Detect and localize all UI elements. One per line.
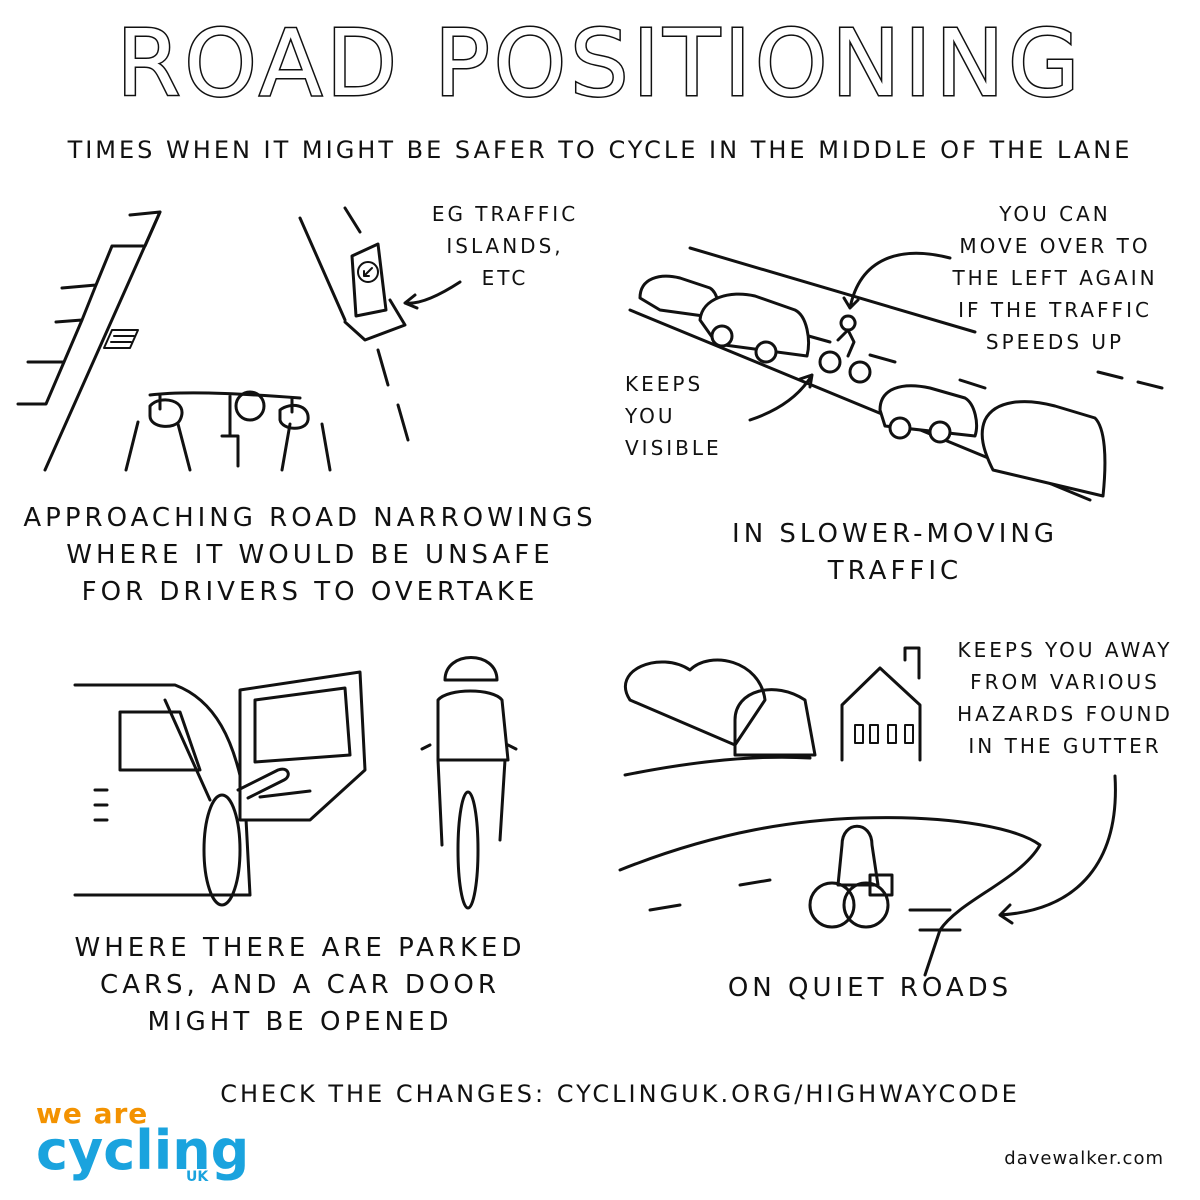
traffic-island-note: EG TRAFFIC ISLANDS, ETC xyxy=(431,202,579,290)
logo-line-1: we are xyxy=(36,1097,149,1130)
page-title: ROAD POSITIONING xyxy=(115,10,1084,117)
cyclist-rear-illustration xyxy=(420,656,518,910)
quiet-road-illustration xyxy=(618,646,1117,977)
footer-link-text: CHECK THE CHANGES: CYCLINGUK.ORG/HIGHWAY… xyxy=(220,1080,1020,1108)
quiet-roads-caption: ON QUIET ROADS xyxy=(727,973,1013,1003)
gutter-hazards-note: KEEPS YOU AWAY FROM VARIOUS HAZARDS FOUN… xyxy=(957,638,1173,758)
handlebar-illustration xyxy=(16,210,332,472)
visible-note: KEEPS YOU VISIBLE xyxy=(625,372,722,460)
traffic-island-illustration xyxy=(298,206,462,442)
cycling-uk-logo: we are cycling UK xyxy=(36,1097,250,1185)
logo-line-3: UK xyxy=(186,1169,209,1185)
move-left-note: YOU CAN MOVE OVER TO THE LEFT AGAIN IF T… xyxy=(952,202,1158,354)
parked-cars-caption: WHERE THERE ARE PARKED CARS, AND A CAR D… xyxy=(74,933,526,1037)
narrowings-caption: APPROACHING ROAD NARROWINGS WHERE IT WOU… xyxy=(23,503,597,607)
car-door-illustration xyxy=(73,670,367,907)
cyclist-in-traffic-illustration xyxy=(628,246,1164,502)
logo-line-2: cycling xyxy=(36,1119,250,1182)
slow-traffic-caption: IN SLOWER-MOVING TRAFFIC xyxy=(732,519,1058,586)
artist-credit: davewalker.com xyxy=(1004,1148,1164,1169)
page-subtitle: TIMES WHEN IT MIGHT BE SAFER TO CYCLE IN… xyxy=(67,136,1133,164)
